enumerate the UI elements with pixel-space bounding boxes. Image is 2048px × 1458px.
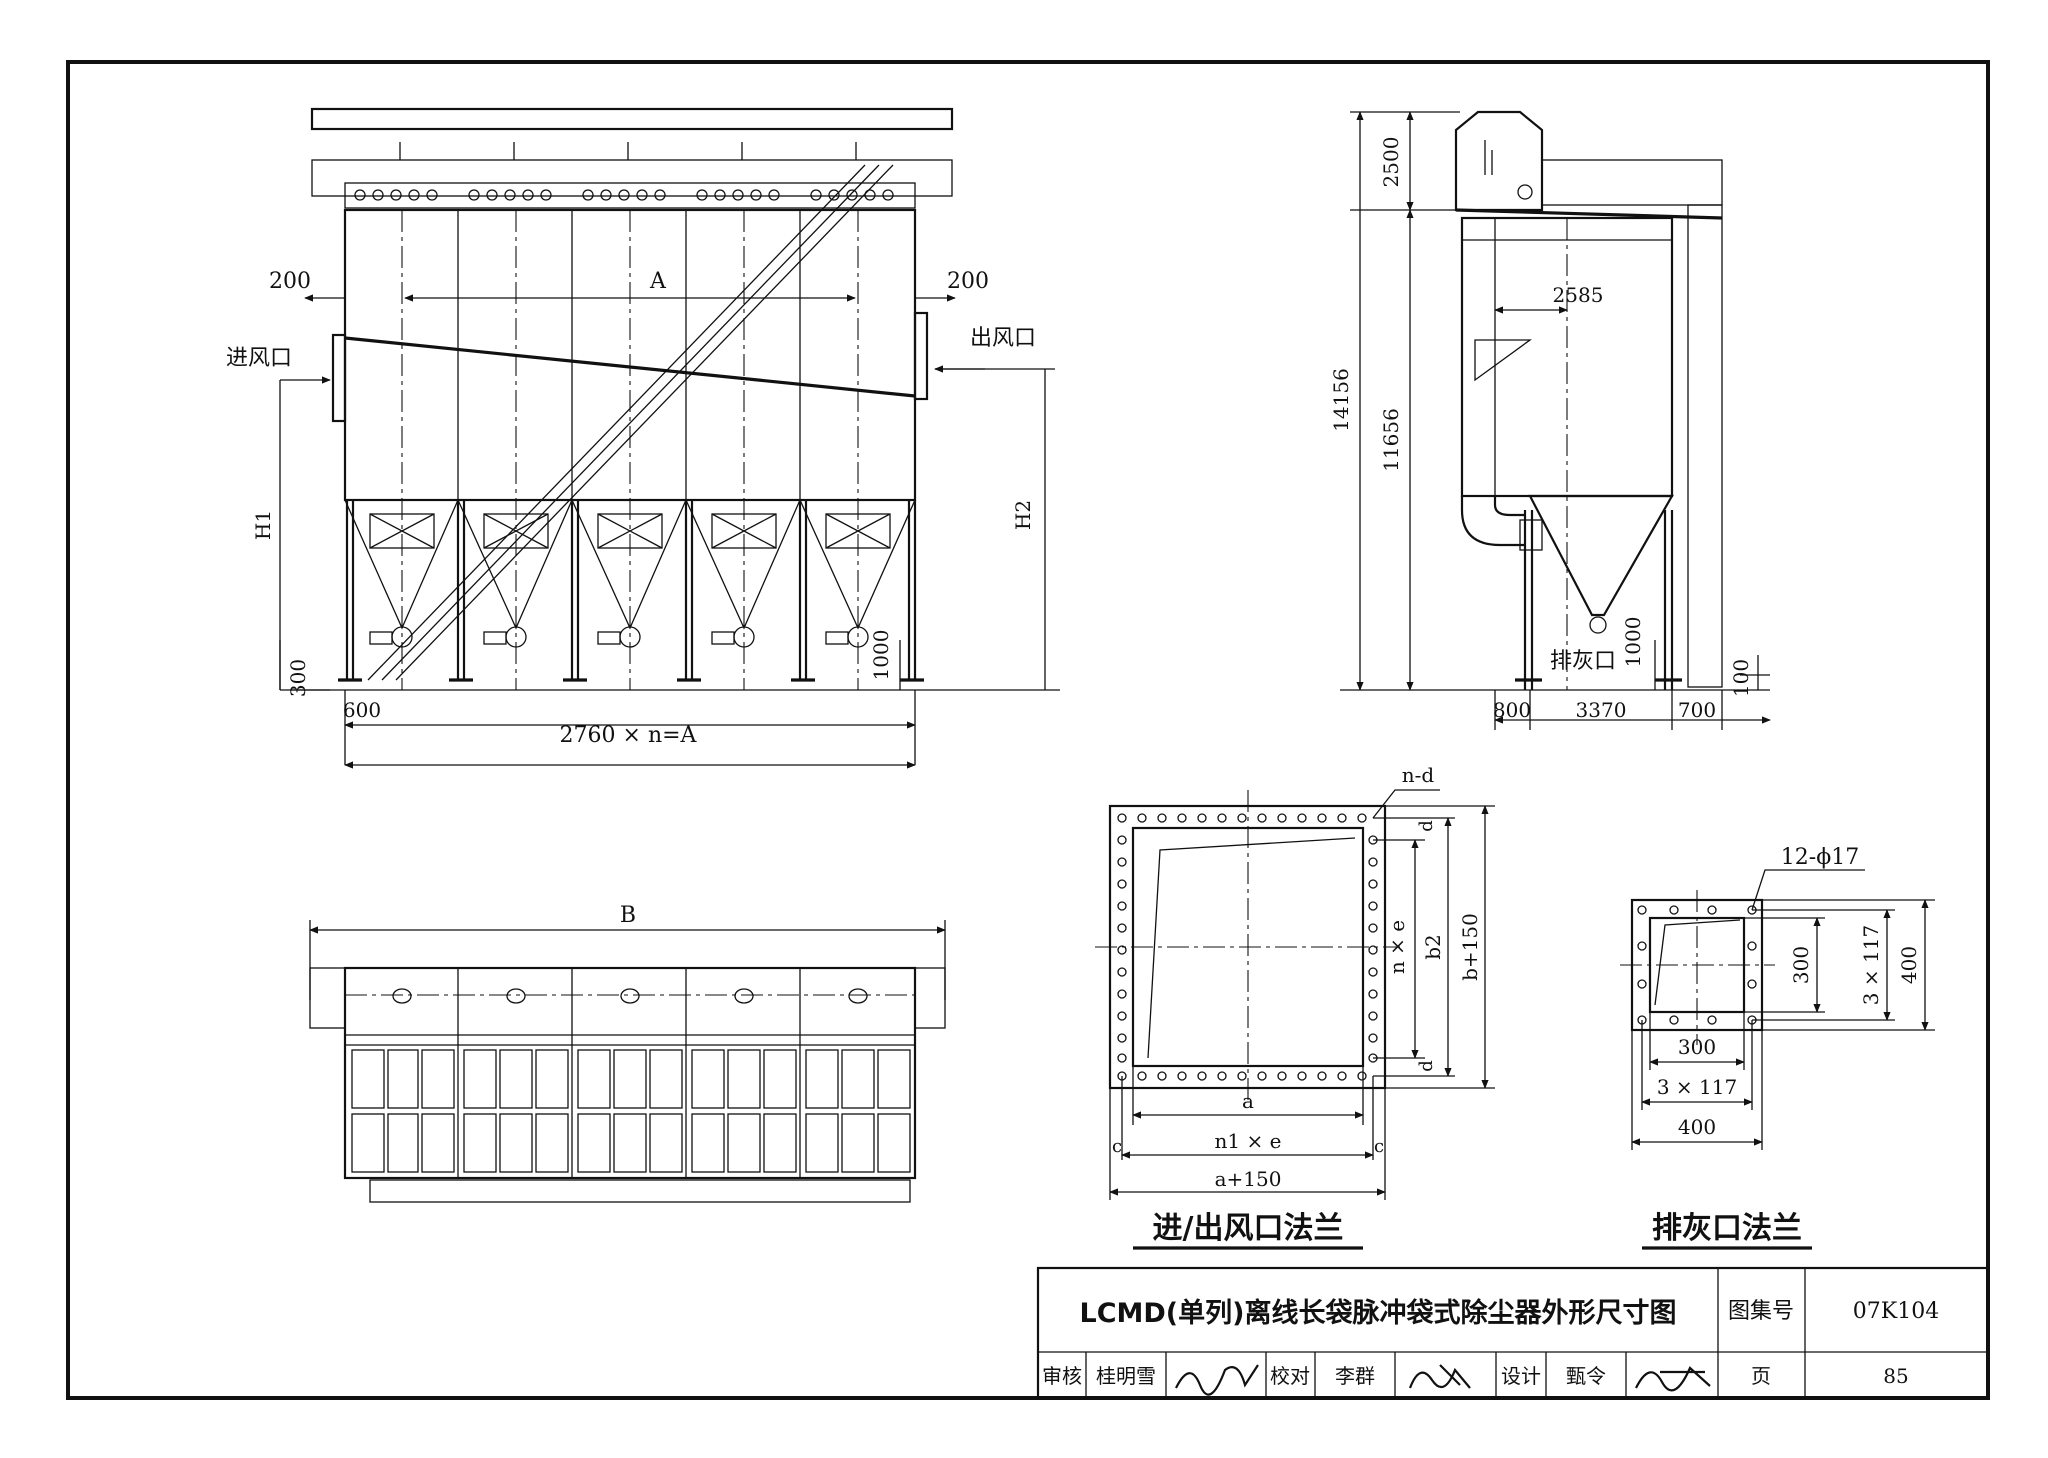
rotary-valves <box>369 626 869 648</box>
ladder <box>367 164 894 681</box>
hoppers <box>344 499 916 630</box>
inlet-label: 进风口 <box>226 346 292 371</box>
ash-flange-caption: 排灰口法兰 <box>1652 1211 1802 1246</box>
dim-200-left: 200 <box>269 269 311 294</box>
dim-c-left: c <box>1112 1136 1122 1157</box>
outlet-label: 出风口 <box>970 326 1036 351</box>
dim-b2: b2 <box>1421 934 1445 960</box>
dim-200-right: 200 <box>947 269 989 294</box>
dim-700: 700 <box>1678 698 1716 722</box>
dim-11656: 11656 <box>1379 408 1403 472</box>
dim-ash-300-h: 300 <box>1678 1035 1716 1059</box>
atlas-number: 07K104 <box>1853 1299 1939 1324</box>
checker-name: 李群 <box>1335 1364 1375 1388</box>
dim-2760n: 2760 × n=A <box>560 723 698 748</box>
dim-b150: b+150 <box>1458 913 1482 981</box>
dim-ash-400-v: 400 <box>1897 946 1921 984</box>
hole-label-nd: n-d <box>1402 763 1435 787</box>
design-label: 设计 <box>1501 1364 1541 1388</box>
dim-ash-300-v: 300 <box>1789 946 1813 984</box>
dim-h2: H2 <box>1011 500 1035 530</box>
review-label: 审核 <box>1042 1364 1082 1388</box>
dim-300: 300 <box>286 659 310 697</box>
outlet-duct <box>913 311 929 401</box>
dim-a-small: a <box>1242 1089 1254 1113</box>
page-label: 页 <box>1751 1364 1771 1388</box>
designer-name: 甄令 <box>1566 1364 1606 1388</box>
dim-nxe: n × e <box>1385 920 1409 974</box>
dim-1000-side: 1000 <box>1621 617 1645 668</box>
dim-d-top: d <box>1416 820 1437 832</box>
roof-housing <box>1454 110 1544 212</box>
sheet-border <box>66 60 1990 1400</box>
front-view: 200 A 200 进风口 出风口 H1 H2 300 1000 600 276… <box>226 107 1060 769</box>
title-block: LCMD(单列)离线长袋脉冲袋式除尘器外形尺寸图 图集号 07K104 审核 桂… <box>1036 1266 1990 1400</box>
pulse-valves <box>354 142 894 201</box>
bag-panels <box>351 1049 911 1173</box>
atlas-label: 图集号 <box>1728 1299 1794 1324</box>
plan-view: B <box>309 903 946 1203</box>
plan-walkway <box>369 1179 911 1203</box>
checker-signature <box>1408 1364 1471 1389</box>
reviewer-signature <box>1175 1364 1259 1396</box>
dim-c-right: c <box>1374 1136 1384 1157</box>
top-cover <box>310 107 954 131</box>
page-number: 85 <box>1883 1364 1908 1388</box>
dim-3370: 3370 <box>1576 698 1627 722</box>
dim-14156: 14156 <box>1329 368 1353 432</box>
check-label: 校对 <box>1270 1364 1310 1388</box>
side-view: 2500 14156 11656 2585 排灰口 1000 100 800 3… <box>1329 110 1771 730</box>
dim-2585: 2585 <box>1553 283 1604 307</box>
dim-a: A <box>649 269 667 294</box>
dim-n1e: n1 × e <box>1215 1129 1282 1153</box>
dim-800: 800 <box>1493 698 1531 722</box>
dim-1000: 1000 <box>869 630 893 681</box>
side-stair-tower <box>1687 204 1723 688</box>
dim-100: 100 <box>1729 659 1753 697</box>
ash-flange-detail: 12-ϕ17 300 3 × 117 400 300 3 × 117 400 排… <box>1620 845 1935 1250</box>
top-walkway <box>311 159 953 197</box>
flange-bolt-holes <box>1117 813 1378 1081</box>
side-hopper <box>1528 494 1674 617</box>
reviewer-name: 桂明雪 <box>1096 1364 1156 1388</box>
air-flange-caption: 进/出风口法兰 <box>1153 1211 1344 1246</box>
dim-ash-400-h: 400 <box>1678 1115 1716 1139</box>
dim-ash-3x117-v: 3 × 117 <box>1859 925 1883 1005</box>
dim-600: 600 <box>343 698 381 722</box>
dim-2500: 2500 <box>1379 137 1403 188</box>
ash-hole-label: 12-ϕ17 <box>1781 845 1859 870</box>
designer-signature <box>1635 1366 1711 1392</box>
side-walkway <box>1541 159 1723 206</box>
dim-ash-3x117-h: 3 × 117 <box>1657 1075 1737 1099</box>
baffle-line <box>344 336 916 398</box>
inlet-duct <box>331 333 347 423</box>
ash-outlet-label: 排灰口 <box>1550 649 1616 674</box>
dim-d-bottom: d <box>1416 1060 1437 1072</box>
dim-h1: H1 <box>251 510 275 540</box>
dim-b: B <box>620 903 636 928</box>
inlet-bend <box>1460 496 1525 547</box>
plan-body <box>343 966 917 1180</box>
dim-a150: a+150 <box>1215 1167 1282 1191</box>
air-flange-detail: n-d d n × e b2 b+150 d a n1 × e c c a+15… <box>1095 763 1495 1250</box>
drawing-title: LCMD(单列)离线长袋脉冲袋式除尘器外形尺寸图 <box>1080 1297 1677 1329</box>
support-legs <box>338 500 924 682</box>
